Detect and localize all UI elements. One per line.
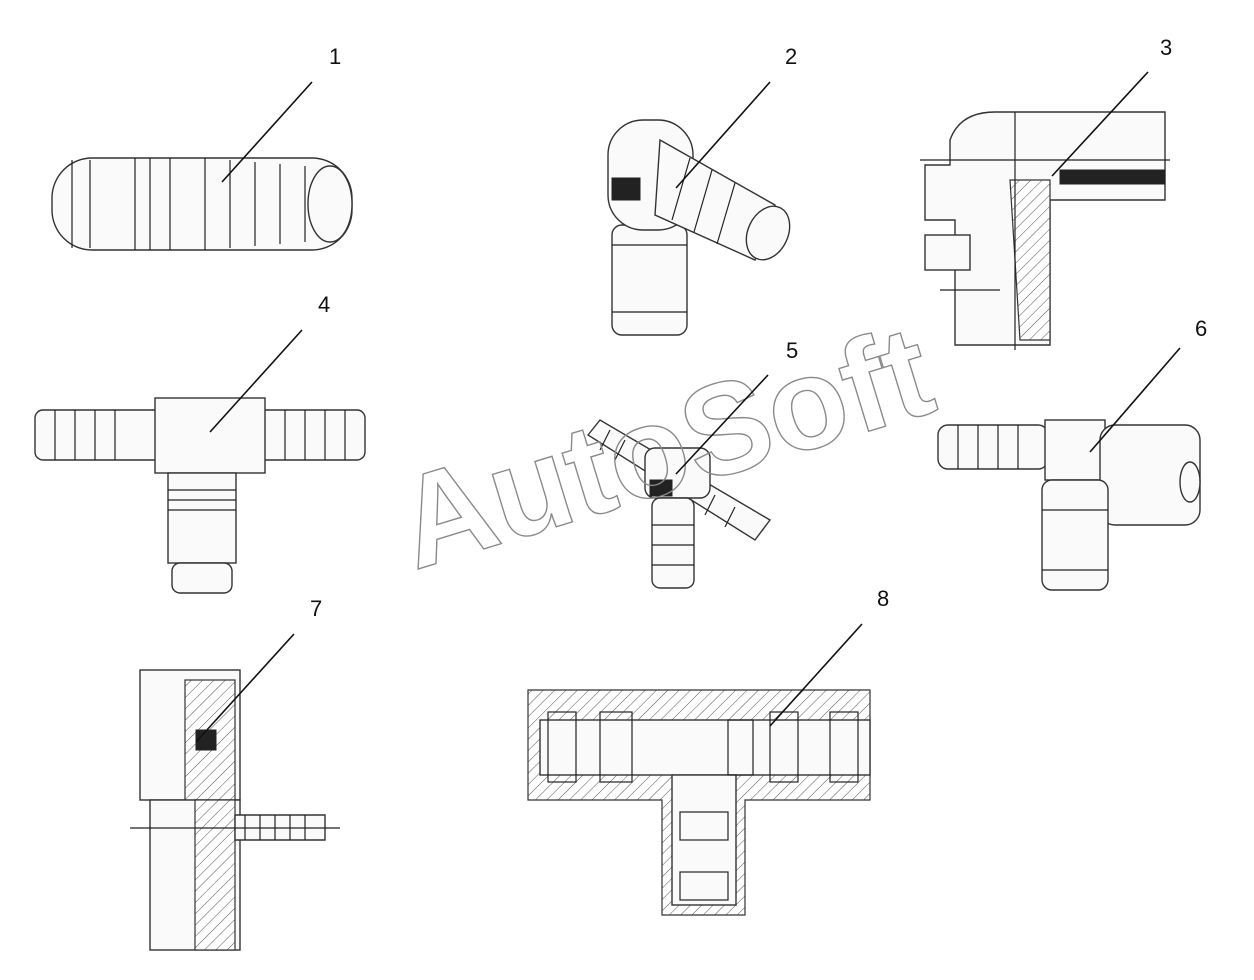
part-6-tee-connector	[937, 419, 1201, 591]
callout-2: 2	[785, 44, 797, 69]
part-7-tee-section	[130, 669, 340, 951]
callout-7: 7	[310, 596, 322, 621]
part-1-straight-connector	[51, 157, 353, 251]
callout-1: 1	[329, 44, 341, 69]
part-4-tee-connector	[34, 397, 366, 594]
callout-6: 6	[1195, 316, 1207, 341]
callout-3: 3	[1160, 35, 1172, 60]
part-5-tee-connector	[586, 419, 772, 589]
part-3-elbow-section	[920, 111, 1170, 350]
part-8-tee-section	[527, 689, 871, 916]
callout-8: 8	[877, 586, 889, 611]
callout-4: 4	[318, 292, 330, 317]
leader-lines	[195, 71, 1181, 743]
part-2-elbow-connector	[607, 119, 791, 336]
callout-labels: 1 2 3 4 5 6 7 8	[310, 35, 1207, 621]
callout-5: 5	[786, 338, 798, 363]
